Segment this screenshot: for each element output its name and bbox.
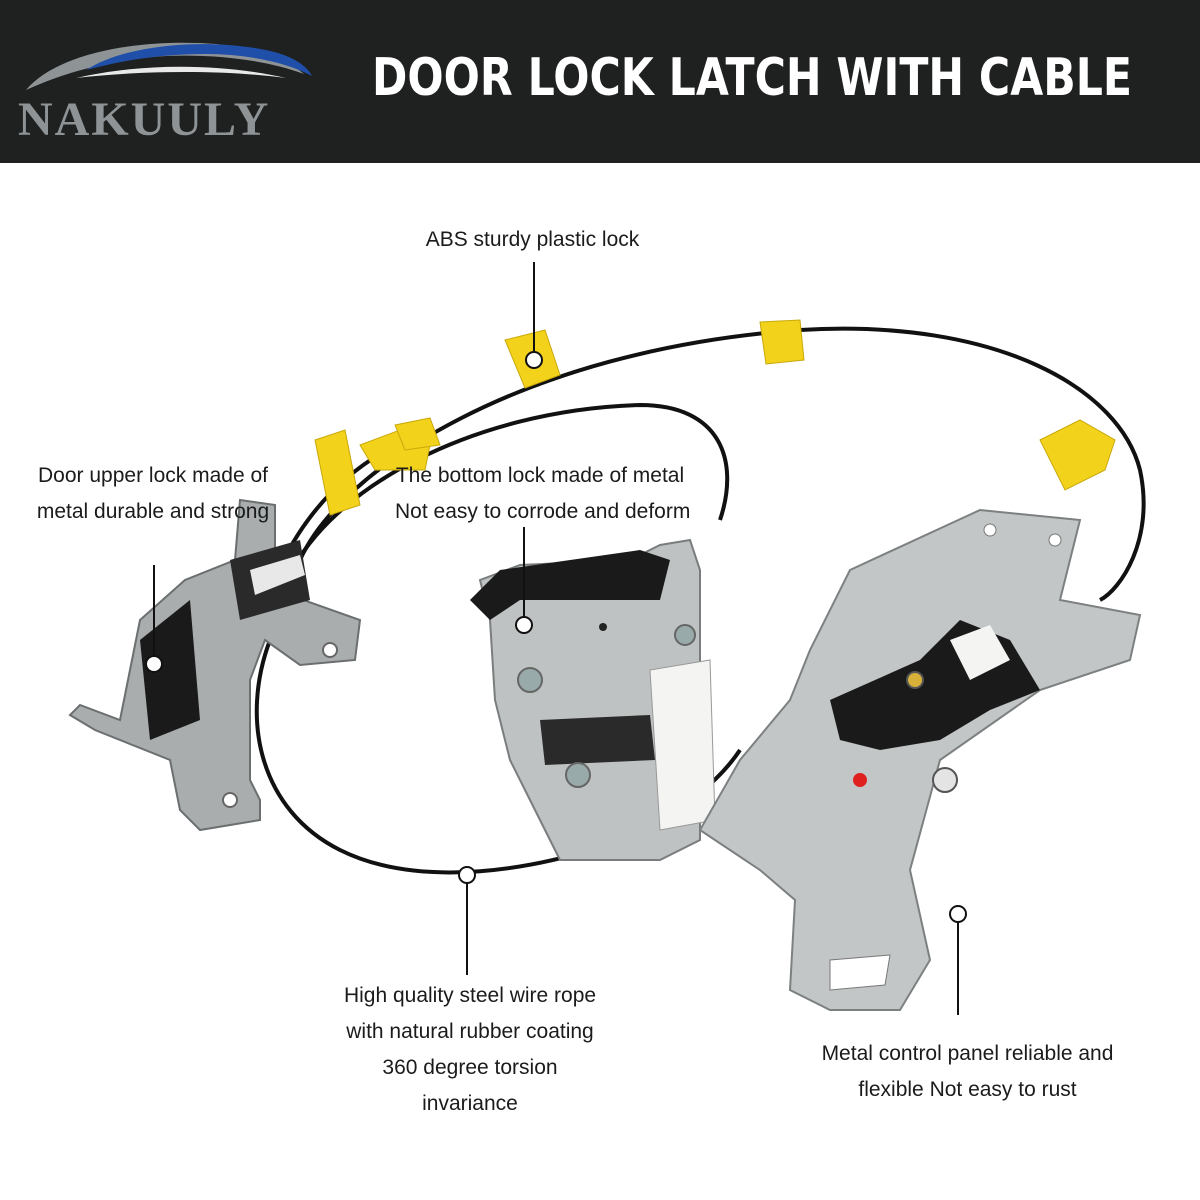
wire-rope-line-2: with natural rubber coating [346, 1020, 594, 1043]
bottom-lock-label: The bottom lock made of metal Not easy t… [395, 458, 691, 530]
abs-lock-label: ABS sturdy plastic lock [395, 222, 670, 258]
control-panel-label: Metal control panel reliable and flexibl… [800, 1036, 1135, 1108]
door-latch-illustration [68, 262, 1146, 1015]
upper-lock-icon [68, 498, 362, 832]
header-bar: NAKUULY DOOR LOCK LATCH WITH CABLE [0, 0, 1200, 163]
wire-rope-line-3: 360 degree torsion [382, 1056, 558, 1079]
control-panel-icon [698, 508, 1142, 1011]
abs-lock-text: ABS sturdy plastic lock [425, 228, 640, 251]
car-swoosh-icon [26, 42, 312, 90]
product-illustration: ABS sturdy plastic lock Door upper lock … [0, 163, 1200, 1200]
callout-leaders [145, 262, 967, 1015]
control-panel-line-2: flexible Not easy to rust [858, 1078, 1077, 1101]
bottom-lock-line-1: The bottom lock made of metal [395, 464, 685, 487]
wire-rope-line-1: High quality steel wire rope [343, 984, 597, 1007]
bottom-lock-line-2: Not easy to corrode and deform [395, 500, 691, 523]
upper-lock-line-1: Door upper lock made of [38, 464, 268, 487]
brand-name: NAKUULY [18, 93, 271, 146]
control-panel-line-1: Metal control panel reliable and [821, 1042, 1114, 1065]
upper-lock-label: Door upper lock made of metal durable an… [18, 458, 288, 530]
wire-rope-line-4: invariance [422, 1092, 518, 1115]
wire-rope-label: High quality steel wire rope with natura… [320, 978, 620, 1122]
brand-logo: NAKUULY [16, 34, 316, 146]
page-title: DOOR LOCK LATCH WITH CABLE [372, 48, 1133, 108]
upper-lock-line-2: metal durable and strong [36, 500, 270, 523]
bottom-lock-icon [470, 538, 716, 861]
